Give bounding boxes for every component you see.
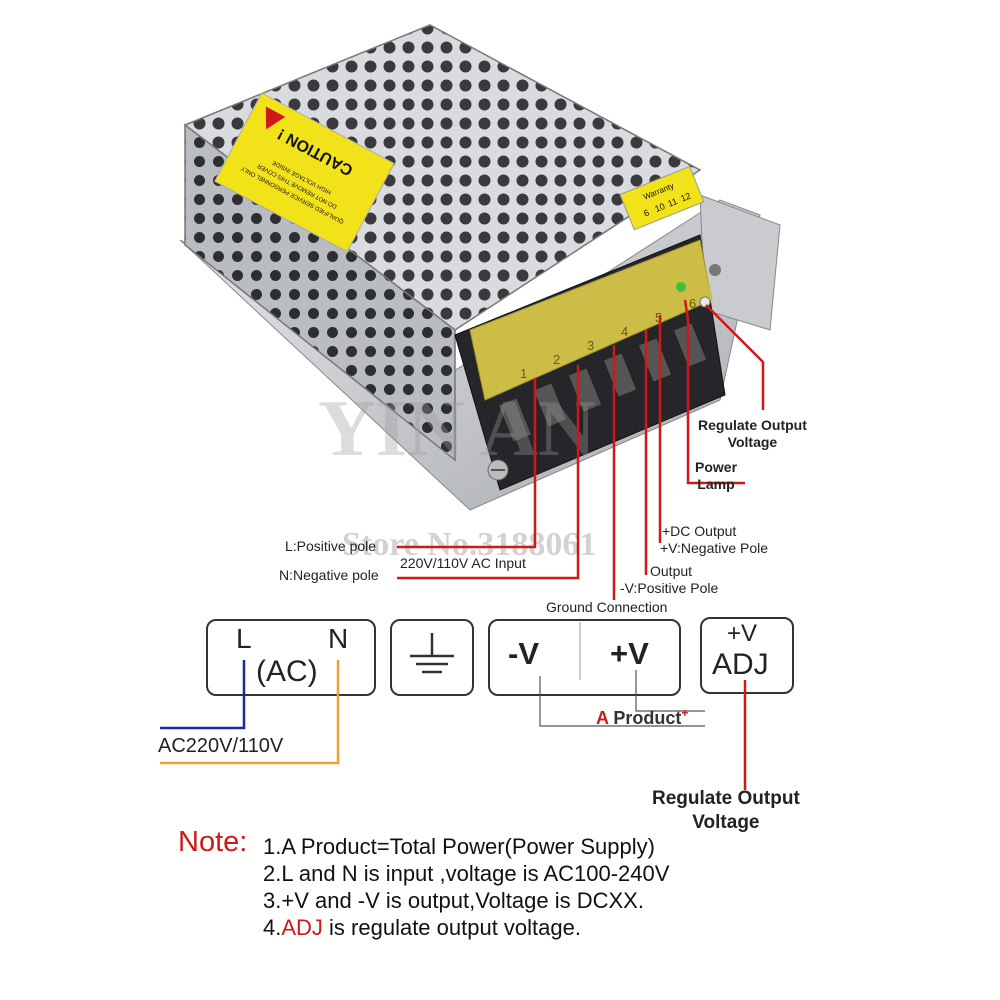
note-line-1: 1.A Product=Total Power(Power Supply) (263, 834, 655, 859)
wire-n-orange (160, 660, 340, 765)
ac-label: (AC) (256, 655, 318, 688)
label-output: Output (650, 563, 693, 579)
a-product-bracket (539, 676, 705, 727)
svg-text:6: 6 (642, 207, 650, 218)
dc-output-box (488, 619, 681, 696)
ac-input-box (206, 619, 376, 696)
svg-text:6: 6 (689, 296, 696, 311)
note-line-4-text: is regulate output voltage. (322, 915, 581, 940)
svg-text:2: 2 (553, 352, 560, 367)
svg-text:Store No.3188061: Store No.3188061 (342, 526, 596, 563)
label-l-positive: L:Positive pole (285, 538, 377, 554)
note-line-4: 4.ADJ is regulate output voltage. (263, 915, 581, 941)
adjust-potentiometer (699, 296, 711, 308)
power-lamp-led (676, 282, 686, 292)
ground-box (390, 619, 474, 696)
ac-l-terminal: L (236, 623, 252, 654)
svg-text:11: 11 (666, 196, 678, 209)
a-product-label: A Product+ (596, 706, 688, 729)
label-ac-input: 220V/110V AC Input (400, 555, 526, 571)
ground-symbol (410, 633, 454, 674)
note-line-4-adj: ADJ (281, 915, 323, 940)
schematic-wiring (160, 622, 747, 790)
plus-v-terminal: +V (610, 636, 649, 671)
a-product-text: Product (613, 708, 682, 728)
note-line-4-number: 4. (263, 915, 282, 940)
adj-plus-v: +V (727, 620, 758, 647)
a-product-letter: A (596, 708, 609, 728)
svg-text:YIN AN: YIN AN (318, 385, 596, 473)
svg-text:10: 10 (653, 201, 666, 214)
svg-text:4: 4 (621, 324, 628, 339)
leader-lamp (683, 299, 745, 485)
warranty-tag: Warranty 6 10 11 12 (619, 165, 705, 231)
label-n-negative: N:Negative pole (279, 567, 379, 583)
label-positive-pole: -V:Positive Pole (620, 580, 719, 596)
svg-text:12: 12 (679, 191, 692, 204)
adj-label: ADJ (712, 648, 769, 681)
wire-l-blue (160, 660, 246, 730)
terminal-cover (469, 239, 713, 401)
ac-n-terminal: N (328, 623, 349, 654)
caution-label: CAUTION ! HIGH VOLTAGE INSIDE DO NOT REM… (214, 92, 395, 253)
terminal-screws (497, 322, 708, 443)
a-product-sup: + (681, 706, 689, 720)
note-line-2: 2.L and N is input ,voltage is AC100-240… (263, 861, 670, 886)
leader-regulate (705, 304, 765, 410)
svg-text:1: 1 (520, 366, 527, 381)
svg-text:5: 5 (655, 310, 662, 325)
note-line-3: 3.+V and -V is output,Voltage is DCXX. (263, 888, 644, 913)
perforated-side (184, 123, 456, 462)
label-regulate-output-bottom: Regulate Output Voltage (652, 788, 800, 833)
label-regulate-output-top: Regulate Output Voltage (698, 417, 807, 450)
power-supply-illustration: CAUTION ! HIGH VOLTAGE INSIDE DO NOT REM… (179, 24, 781, 600)
label-ground-connection: Ground Connection (546, 599, 668, 615)
ac-voltage-label: AC220V/110V (158, 735, 284, 757)
label-dc-output: +DC Output (662, 523, 737, 539)
svg-text:3: 3 (587, 338, 594, 353)
label-power-lamp: Power Lamp (695, 459, 738, 492)
adj-box (700, 617, 794, 694)
leader-terminal-1 (397, 378, 537, 549)
minus-v-terminal: -V (508, 636, 539, 671)
leader-terminal-2 (397, 365, 580, 580)
label-negative-pole: +V:Negative Pole (660, 540, 769, 556)
note-title: Note: (178, 826, 248, 858)
